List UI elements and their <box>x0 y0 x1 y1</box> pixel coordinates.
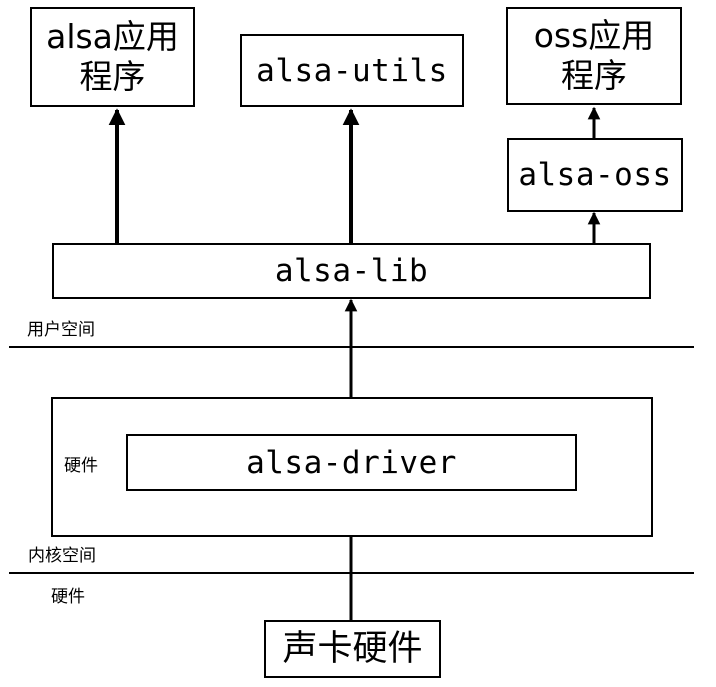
hardware-label: 硬件 <box>51 587 85 607</box>
oss-application-label: oss应用 程序 <box>533 16 655 95</box>
sound-card-hardware-box: 声卡硬件 <box>264 620 441 678</box>
alsa-oss-box: alsa-oss <box>507 138 683 212</box>
alsa-utils-box: alsa-utils <box>240 34 464 107</box>
alsa-application-label: alsa应用 程序 <box>46 17 179 96</box>
alsa-lib-label: alsa-lib <box>274 253 429 289</box>
user-kernel-divider <box>9 346 694 348</box>
user-space-label: 用户空间 <box>27 320 95 340</box>
oss-application-box: oss应用 程序 <box>506 7 682 105</box>
kernel-hardware-divider <box>9 572 694 574</box>
alsa-application-box: alsa应用 程序 <box>30 7 195 107</box>
alsa-lib-box: alsa-lib <box>52 243 651 299</box>
kernel-space-label: 内核空间 <box>28 546 96 566</box>
alsa-oss-label: alsa-oss <box>518 157 672 193</box>
alsa-driver-box: alsa-driver <box>126 434 577 491</box>
alsa-utils-label: alsa-utils <box>256 52 448 89</box>
sound-card-hardware-label: 声卡硬件 <box>282 629 423 669</box>
hardware-inner-label: 硬件 <box>64 456 98 476</box>
alsa-driver-label: alsa-driver <box>246 444 457 481</box>
